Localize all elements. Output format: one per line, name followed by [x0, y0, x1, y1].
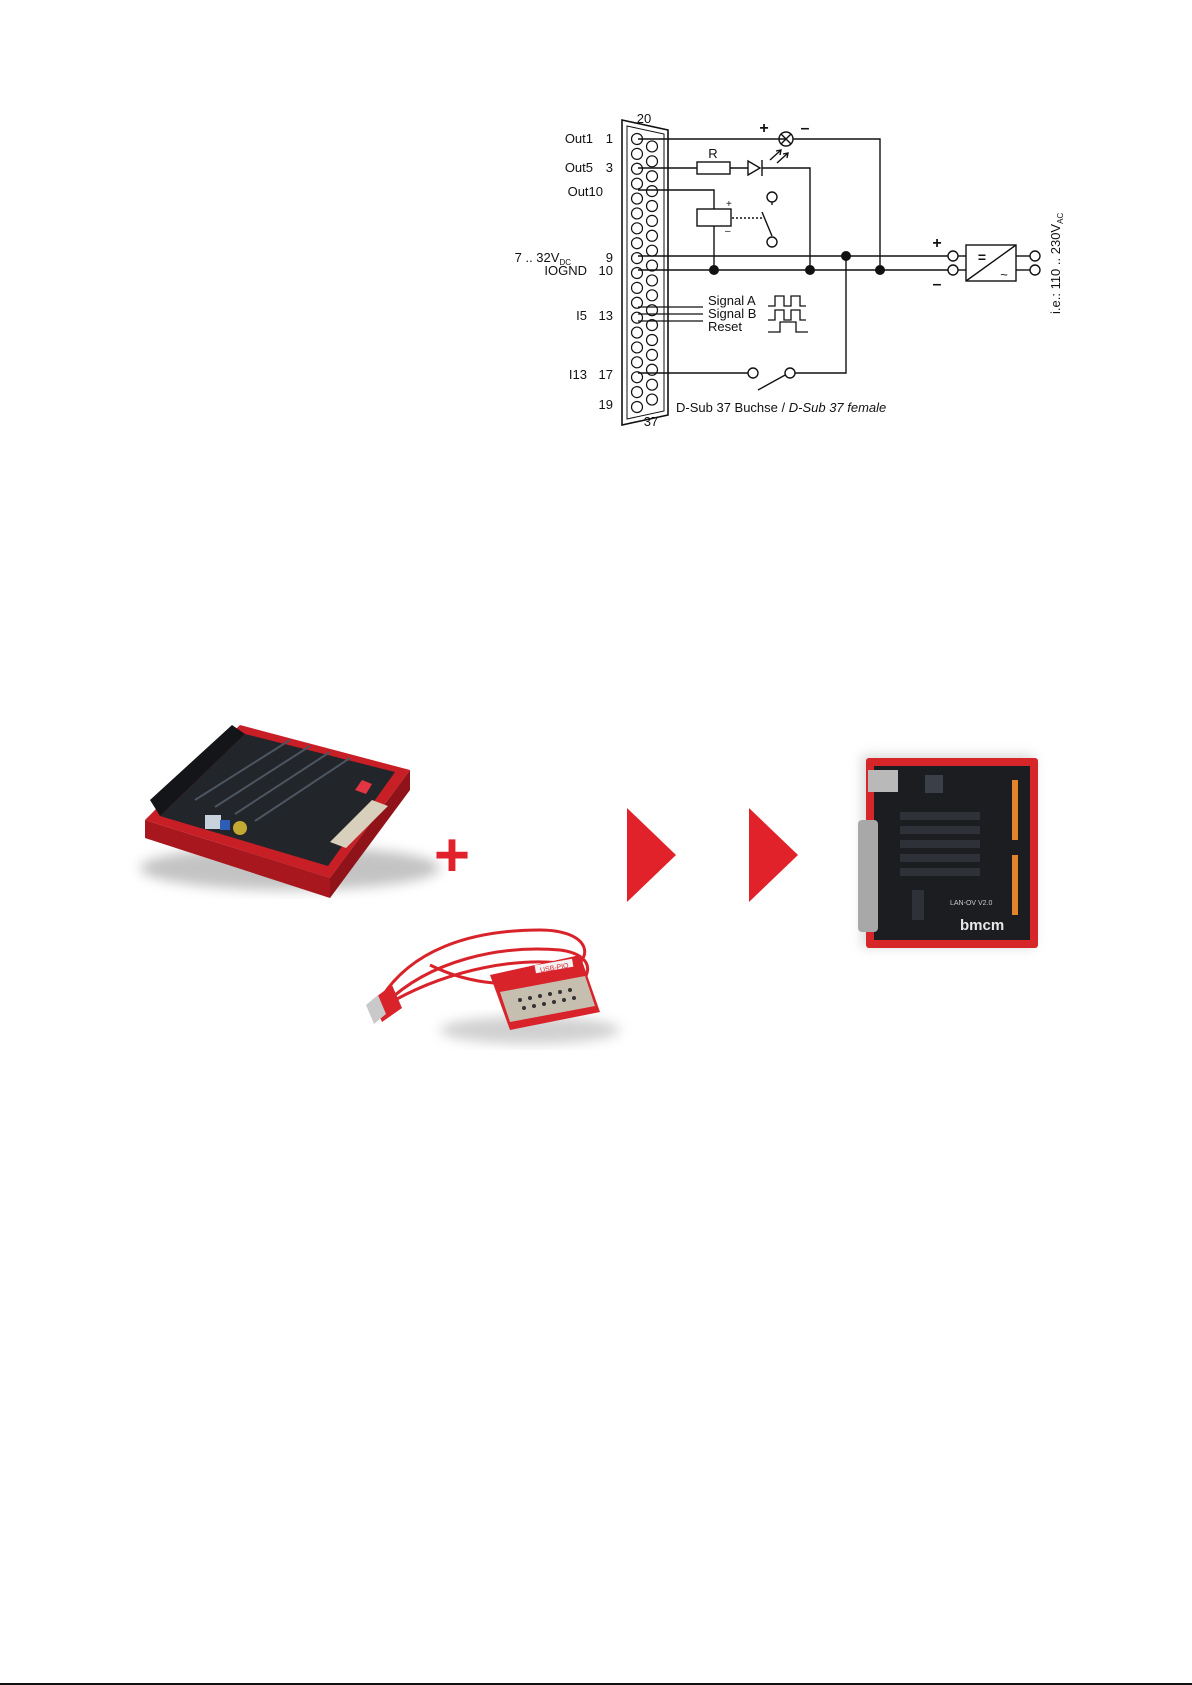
lamp-circuit: [638, 132, 880, 270]
pin-hole: [632, 357, 643, 368]
reset-waveform: [768, 322, 808, 332]
pin-37-label: 37: [644, 414, 658, 429]
pin-hole: [647, 290, 658, 301]
pin-iognd-name: IOGND: [544, 263, 587, 278]
pin-hole: [632, 282, 643, 293]
input-switch: [638, 256, 846, 390]
pin-out10-name: Out10: [568, 184, 603, 199]
signal-a-waveform: [768, 296, 806, 306]
junction-dots: [709, 251, 885, 275]
supply-minus: –: [933, 276, 942, 293]
lamp-minus: –: [801, 120, 810, 137]
plus-sign: +: [434, 821, 470, 890]
pin-hole: [632, 387, 643, 398]
pin-holes: [632, 134, 658, 413]
pin-hole: [647, 141, 658, 152]
ac-symbol: ~: [1000, 267, 1008, 282]
pin-hole: [632, 268, 643, 279]
dsub-connector: [622, 120, 668, 425]
relay-coil: [697, 209, 731, 226]
pin-hole: [647, 349, 658, 360]
pin-hole: [647, 215, 658, 226]
relay-minus: –: [725, 226, 731, 237]
pin-hole: [632, 402, 643, 413]
pin-hole: [632, 253, 643, 264]
pin-out1-number: 1: [606, 131, 613, 146]
pin-hole: [632, 223, 643, 234]
pin-hole: [632, 193, 643, 204]
pin-out5-name: Out5: [565, 160, 593, 175]
pin-19-label: 19: [599, 397, 613, 412]
board-label: LAN-OV V2.0: [950, 900, 993, 907]
arrow-right-2: [749, 808, 798, 902]
pin-hole: [632, 208, 643, 219]
pin-hole: [632, 178, 643, 189]
pin-hole: [647, 171, 658, 182]
pin-hole: [632, 342, 643, 353]
pin-i5-number: 13: [599, 308, 613, 323]
resistor: [697, 162, 730, 174]
reset-label: Reset: [708, 319, 742, 334]
pin-out5-number: 3: [606, 160, 613, 175]
connector-caption: D-Sub 37 Buchse / D-Sub 37 female: [676, 400, 886, 415]
brand-logo: bmcm: [960, 917, 1004, 934]
pin-hole: [647, 379, 658, 390]
wiring-schematic: 20 37 19 Out1 1 Out5 3 Out10 7 .. 32VDC …: [0, 0, 1192, 440]
dc-symbol: =: [978, 249, 986, 265]
usb-adapter-photo: USB-PIO: [366, 930, 620, 1044]
pin-iognd-number: 10: [599, 263, 613, 278]
pin-hole: [632, 163, 643, 174]
resistor-label: R: [708, 146, 717, 161]
pin-hole: [647, 156, 658, 167]
pin-i5-name: I5: [576, 308, 587, 323]
pin-hole: [632, 238, 643, 249]
pin-hole: [647, 230, 658, 241]
pin-hole: [647, 201, 658, 212]
relay-plus: +: [726, 199, 732, 210]
led-diode: [748, 161, 760, 175]
pin-hole: [647, 275, 658, 286]
arrow-right-1: [627, 808, 676, 902]
pin-20-label: 20: [637, 111, 651, 126]
pin-hole: [647, 186, 658, 197]
supply-plus: +: [932, 235, 941, 252]
product-photos: + USB-PIO: [0, 700, 1192, 1080]
pin-out1-name: Out1: [565, 131, 593, 146]
supply-voltage-label: i.e.: 110 .. 230VAC: [1048, 213, 1065, 314]
pin-hole: [647, 394, 658, 405]
signal-b-waveform: [768, 310, 806, 320]
pin-hole: [647, 245, 658, 256]
pin-hole: [647, 335, 658, 346]
pin-i13-name: I13: [569, 367, 587, 382]
pio-box-photo: [140, 725, 440, 898]
relay-circuit: [638, 190, 777, 270]
pin-hole: [632, 148, 643, 159]
pin-hole: [632, 327, 643, 338]
lamp-plus: +: [759, 120, 768, 137]
pin-i13-number: 17: [599, 367, 613, 382]
new-board-photo: LAN-OV V2.0 bmcm: [858, 755, 1038, 948]
